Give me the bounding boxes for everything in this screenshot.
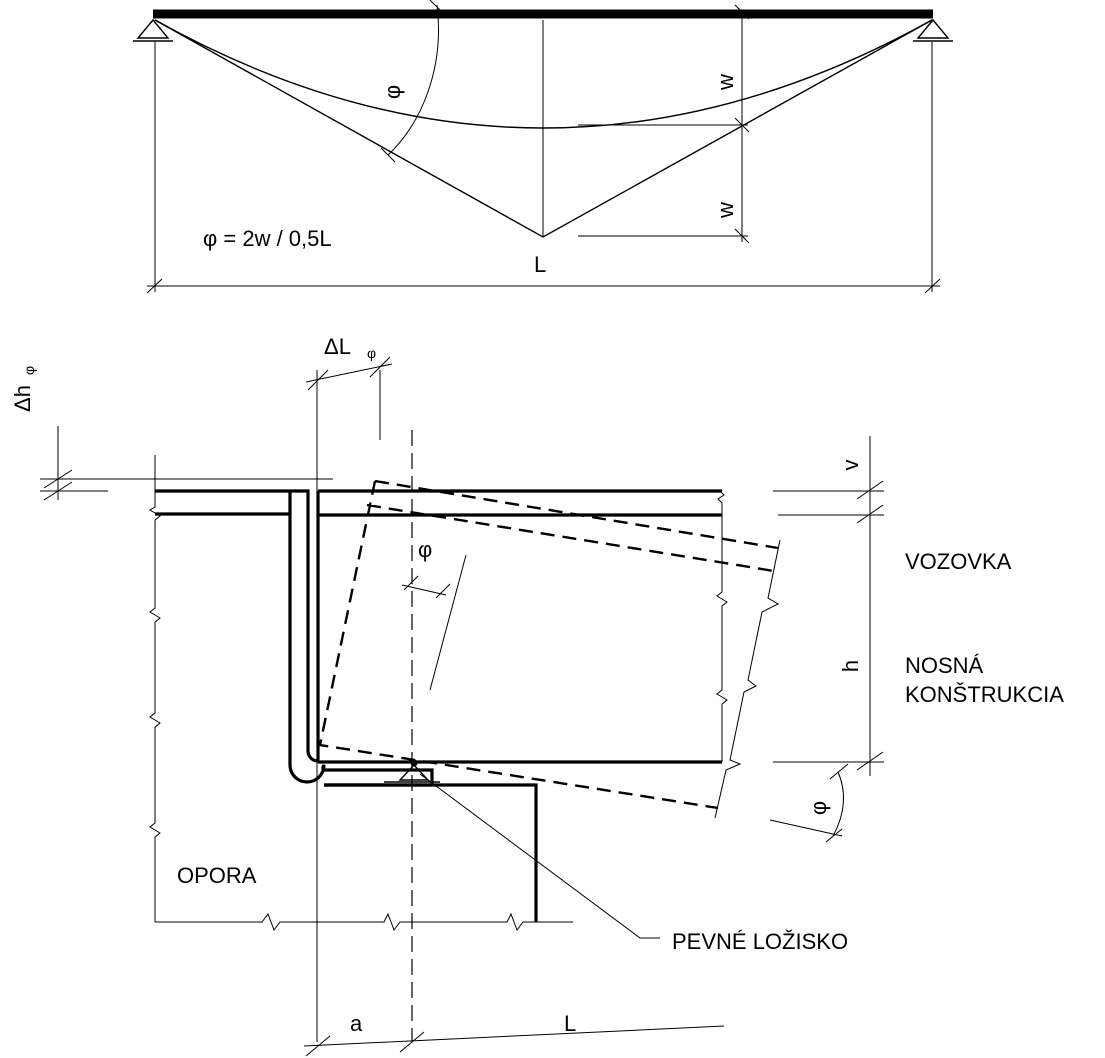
joint-cap: [290, 489, 319, 763]
joint-detail-diagram: ΔL φ Δh φ φ v h φ VOZOVKA NOSNÁ KONŠTRUK…: [10, 334, 1064, 1057]
rotated-deck-outline: [318, 479, 779, 810]
phi-right-ticks: [825, 763, 849, 843]
phi-mid-lines: [401, 554, 467, 691]
phi-right-arc: [832, 771, 844, 837]
v-label: v: [838, 460, 863, 471]
vozovka-label: VOZOVKA: [905, 549, 1012, 574]
delta-h-sub: φ: [21, 366, 37, 375]
opora-label: OPORA: [177, 863, 257, 888]
abutment-bottom: [155, 912, 573, 932]
phi-right-ref: [769, 819, 843, 837]
phi-mid-label: φ: [418, 537, 432, 562]
phi-mid-ticks: [403, 575, 451, 599]
nosna-label-line2: KONŠTRUKCIA: [905, 682, 1064, 707]
bearing-leader: [419, 773, 660, 939]
h-label: h: [838, 660, 863, 672]
top-beam-diagram: φ w w φ = 2w / 0,5L L: [133, 0, 953, 294]
rotation-chords: [154, 19, 933, 238]
deck-right-break: [716, 490, 728, 762]
phi-arc-tick-1: [429, 0, 443, 13]
w-lower-label: w: [713, 202, 738, 219]
bottom-dim-line: [303, 1025, 725, 1047]
right-dim-ticks: [856, 480, 884, 771]
dh-ticks: [43, 469, 73, 501]
abutment-seat: [324, 783, 538, 922]
phi-right-label: φ: [806, 801, 831, 815]
dl-ticks: [307, 356, 391, 391]
L-ticks: [146, 278, 941, 294]
phi-arc: [387, 4, 439, 156]
w-upper-label: w: [713, 74, 738, 91]
phi-label: φ: [380, 85, 405, 99]
span-label: L: [534, 252, 546, 277]
formula-label: φ = 2w / 0,5L: [203, 226, 332, 251]
expansion-joint-gap: [288, 491, 434, 786]
right-support: [913, 18, 953, 42]
a-label: a: [350, 1011, 363, 1036]
nosna-label-line1: NOSNÁ: [905, 653, 984, 678]
left-support: [133, 18, 173, 42]
phi-arc-tick-2: [380, 147, 396, 163]
delta-h-label: Δh: [10, 385, 35, 412]
lozisko-label: PEVNÉ LOŽISKO: [672, 929, 848, 954]
L-label: L: [564, 1011, 576, 1036]
delta-l-sub: φ: [367, 345, 376, 361]
rotated-right-break: [714, 539, 781, 819]
delta-l-label: ΔL: [324, 334, 351, 359]
bottom-dim-ticks: [305, 1031, 425, 1057]
w-ticks: [734, 4, 750, 244]
dl-dim-line: [305, 363, 393, 383]
abutment-left-edge: [149, 455, 161, 922]
deflection-curve: [154, 19, 933, 129]
